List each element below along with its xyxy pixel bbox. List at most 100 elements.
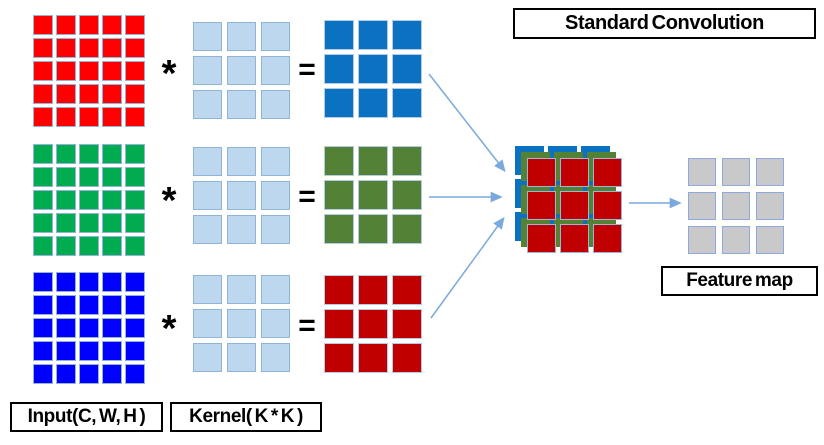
grid-cell	[324, 214, 354, 244]
grid-cell	[33, 107, 53, 127]
grid-cell	[56, 84, 76, 104]
grid-cell	[33, 236, 53, 256]
kernel-grid-1	[193, 22, 290, 119]
grid-cell	[193, 343, 222, 372]
grid-cell	[102, 318, 122, 338]
grid-cell	[56, 15, 76, 35]
grid-cell	[79, 341, 99, 361]
input-dims-label: Input(C, W, H )	[10, 402, 163, 432]
grid-cell	[125, 15, 145, 35]
grid-cell	[79, 213, 99, 233]
grid-cell	[33, 167, 53, 187]
grid-cell	[33, 190, 53, 210]
grid-cell	[227, 90, 256, 119]
grid-cell	[324, 275, 354, 305]
grid-cell	[79, 236, 99, 256]
grid-cell	[125, 167, 145, 187]
grid-cell	[125, 213, 145, 233]
input-grid-red-channel	[33, 15, 145, 127]
grid-cell	[324, 180, 354, 210]
grid-cell	[392, 88, 422, 118]
grid-cell	[33, 272, 53, 292]
grid-cell	[102, 15, 122, 35]
grid-cell	[56, 341, 76, 361]
grid-cell	[688, 226, 716, 254]
grid-cell	[324, 88, 354, 118]
feature-map-grid	[688, 158, 784, 254]
kernel-grid-3	[193, 275, 290, 372]
grid-cell	[79, 272, 99, 292]
grid-cell	[125, 38, 145, 58]
grid-cell	[193, 147, 222, 176]
grid-cell	[527, 224, 556, 253]
convolve-operator-2: *	[161, 180, 177, 222]
grid-cell	[56, 38, 76, 58]
grid-cell	[193, 22, 222, 51]
grid-cell	[593, 224, 622, 253]
grid-cell	[358, 88, 388, 118]
grid-cell	[56, 144, 76, 164]
grid-cell	[324, 309, 354, 339]
grid-cell	[102, 341, 122, 361]
grid-cell	[193, 56, 222, 85]
grid-cell	[102, 213, 122, 233]
grid-cell	[688, 158, 716, 186]
arrow-bottom-result-to-stack	[430, 216, 505, 319]
input-grid-blue-channel	[33, 272, 145, 384]
grid-cell	[392, 146, 422, 176]
grid-cell	[392, 275, 422, 305]
grid-cell	[560, 158, 589, 187]
grid-cell	[227, 22, 256, 51]
grid-cell	[227, 343, 256, 372]
grid-cell	[756, 192, 784, 220]
grid-cell	[358, 214, 388, 244]
grid-cell	[261, 343, 290, 372]
grid-cell	[527, 158, 556, 187]
grid-cell	[227, 56, 256, 85]
grid-cell	[102, 236, 122, 256]
result-grid-red-channel	[324, 20, 422, 118]
grid-cell	[358, 275, 388, 305]
grid-cell	[56, 61, 76, 81]
grid-cell	[756, 226, 784, 254]
grid-cell	[125, 84, 145, 104]
grid-cell	[125, 318, 145, 338]
grid-cell	[358, 309, 388, 339]
result-grid-blue-channel	[324, 275, 422, 373]
grid-cell	[261, 275, 290, 304]
grid-cell	[79, 15, 99, 35]
result-grid-green-channel	[324, 146, 422, 244]
equals-operator-1: =	[298, 53, 316, 86]
grid-cell	[33, 38, 53, 58]
grid-cell	[392, 214, 422, 244]
grid-cell	[33, 61, 53, 81]
grid-cell	[392, 54, 422, 84]
grid-cell	[261, 215, 290, 244]
equals-operator-3: =	[298, 309, 316, 342]
grid-cell	[722, 158, 750, 186]
grid-cell	[227, 275, 256, 304]
grid-cell	[79, 190, 99, 210]
grid-cell	[102, 84, 122, 104]
grid-cell	[125, 107, 145, 127]
grid-cell	[261, 56, 290, 85]
grid-cell	[125, 295, 145, 315]
grid-cell	[125, 341, 145, 361]
grid-cell	[261, 147, 290, 176]
grid-cell	[324, 20, 354, 50]
grid-cell	[324, 343, 354, 373]
grid-cell	[688, 192, 716, 220]
grid-cell	[193, 90, 222, 119]
grid-cell	[33, 213, 53, 233]
grid-cell	[56, 364, 76, 384]
grid-cell	[102, 61, 122, 81]
feature-map-label: Feature map	[661, 266, 818, 296]
grid-cell	[102, 364, 122, 384]
grid-cell	[125, 272, 145, 292]
grid-cell	[193, 215, 222, 244]
grid-cell	[79, 318, 99, 338]
grid-cell	[102, 144, 122, 164]
grid-cell	[358, 180, 388, 210]
grid-cell	[125, 364, 145, 384]
